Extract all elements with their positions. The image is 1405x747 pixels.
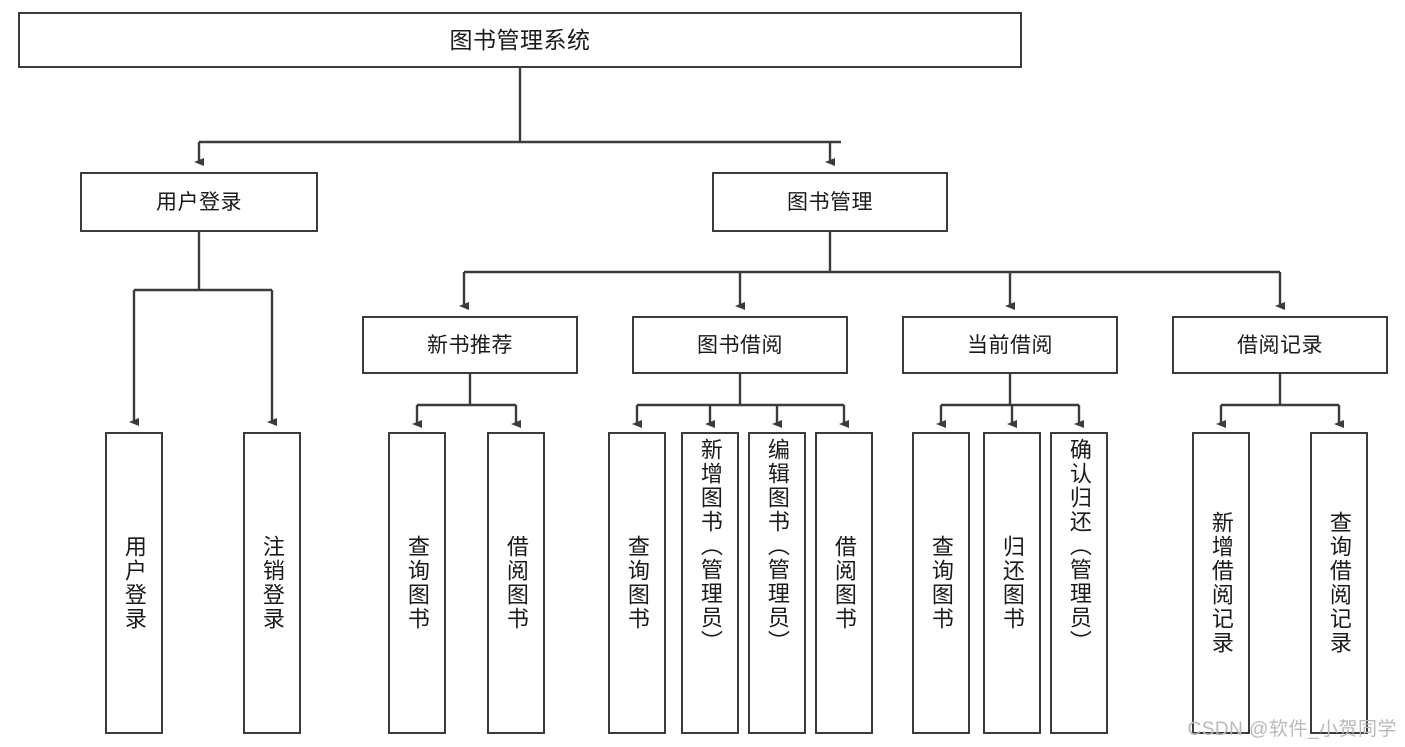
node-leaf-edit-book[interactable]: 编辑图书（管理员） xyxy=(748,432,806,734)
node-label: 借阅记录 xyxy=(1237,333,1323,357)
node-label: 当前借阅 xyxy=(967,333,1053,357)
node-leaf-query-book-1[interactable]: 查询图书 xyxy=(388,432,446,734)
node-leaf-add-book[interactable]: 新增图书（管理员） xyxy=(681,432,739,734)
node-label: 借阅图书 xyxy=(831,535,857,631)
node-label: 图书借阅 xyxy=(697,333,783,357)
node-label: 归还图书 xyxy=(999,535,1025,631)
node-leaf-query-book-3[interactable]: 查询图书 xyxy=(912,432,970,734)
node-leaf-add-record[interactable]: 新增借阅记录 xyxy=(1192,432,1250,734)
node-leaf-user-login[interactable]: 用户登录 xyxy=(105,432,163,734)
node-label: 图书管理系统 xyxy=(449,26,591,53)
node-leaf-logout[interactable]: 注销登录 xyxy=(243,432,301,734)
node-leaf-return-book[interactable]: 归还图书 xyxy=(983,432,1041,734)
node-label: 新书推荐 xyxy=(427,333,513,357)
node-current-borrow[interactable]: 当前借阅 xyxy=(902,316,1118,374)
node-label: 查询图书 xyxy=(624,535,650,631)
node-label: 新增借阅记录 xyxy=(1208,511,1234,655)
node-label: 用户登录 xyxy=(156,190,242,214)
node-leaf-query-record[interactable]: 查询借阅记录 xyxy=(1310,432,1368,734)
node-label: 查询借阅记录 xyxy=(1326,511,1352,655)
node-leaf-query-book-2[interactable]: 查询图书 xyxy=(608,432,666,734)
node-root-title[interactable]: 图书管理系统 xyxy=(18,12,1022,68)
node-user-login[interactable]: 用户登录 xyxy=(80,172,318,232)
node-borrow-record[interactable]: 借阅记录 xyxy=(1172,316,1388,374)
node-label: 查询图书 xyxy=(404,535,430,631)
node-book-borrow[interactable]: 图书借阅 xyxy=(632,316,848,374)
node-label: 注销登录 xyxy=(259,535,285,631)
node-book-manage[interactable]: 图书管理 xyxy=(712,172,948,232)
node-label: 借阅图书 xyxy=(503,535,529,631)
node-label: 查询图书 xyxy=(928,535,954,631)
node-leaf-borrow-book-1[interactable]: 借阅图书 xyxy=(487,432,545,734)
watermark-text: CSDN @软件_小贺同学 xyxy=(1187,719,1397,740)
node-label: 用户登录 xyxy=(121,535,147,631)
node-label: 编辑图书（管理员） xyxy=(764,438,790,654)
node-label: 图书管理 xyxy=(787,190,873,214)
node-label: 新增图书（管理员） xyxy=(697,438,723,654)
node-leaf-confirm-return[interactable]: 确认归还（管理员） xyxy=(1050,432,1108,734)
node-new-book-rec[interactable]: 新书推荐 xyxy=(362,316,578,374)
node-leaf-borrow-book-2[interactable]: 借阅图书 xyxy=(815,432,873,734)
node-label: 确认归还（管理员） xyxy=(1066,438,1092,654)
